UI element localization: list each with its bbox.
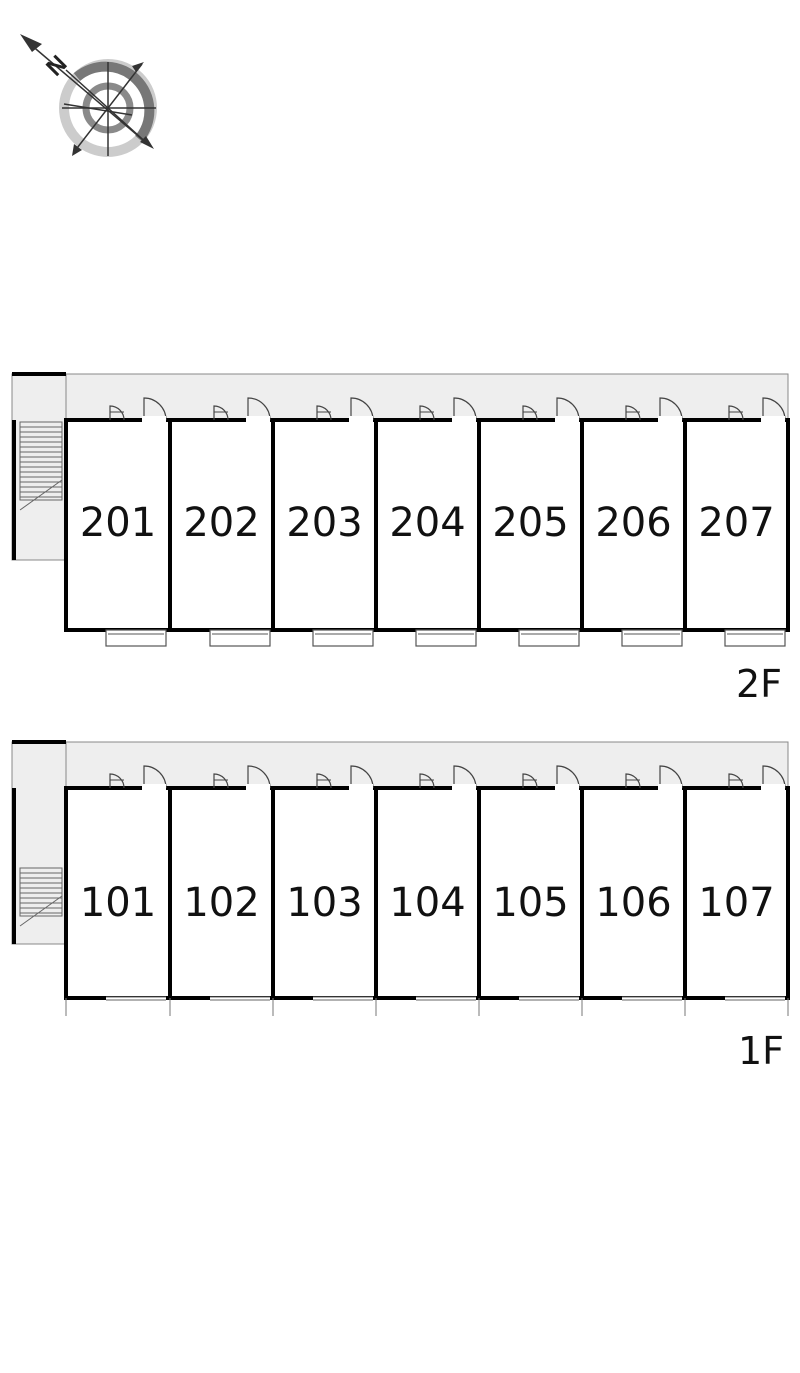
balcony xyxy=(312,629,374,647)
balcony xyxy=(724,629,786,647)
unit-number: 106 xyxy=(595,880,671,926)
unit-106: 106 xyxy=(580,765,683,1016)
window-icon xyxy=(109,405,125,421)
unit-number: 203 xyxy=(286,500,362,546)
building-outline-1f xyxy=(64,786,790,1000)
unit-207: 207 xyxy=(683,397,786,647)
window-icon xyxy=(522,405,538,421)
unit-number: 105 xyxy=(492,880,568,926)
unit-201: 201 xyxy=(80,397,167,647)
unit-202: 202 xyxy=(168,397,271,647)
window-icon xyxy=(109,773,125,789)
unit-104: 104 xyxy=(374,765,477,1016)
window-icon xyxy=(419,405,435,421)
unit-number: 103 xyxy=(286,880,362,926)
balcony xyxy=(209,629,271,647)
unit-203: 203 xyxy=(271,397,374,647)
unit-number: 202 xyxy=(183,500,259,546)
unit-102: 102 xyxy=(168,765,271,1016)
unit-number: 204 xyxy=(389,500,465,546)
window-icon xyxy=(316,405,332,421)
unit-105: 105 xyxy=(477,765,580,1016)
window-icon xyxy=(625,773,641,789)
unit-number: 107 xyxy=(698,880,774,926)
balcony xyxy=(621,629,683,647)
unit-204: 204 xyxy=(374,397,477,647)
walkway-2f xyxy=(11,373,789,421)
unit-206: 206 xyxy=(580,397,683,647)
window-icon xyxy=(213,773,229,789)
floor-label-1f: 1F xyxy=(738,1029,784,1073)
unit-number: 205 xyxy=(492,500,568,546)
unit-205: 205 xyxy=(477,397,580,647)
staircase-1f xyxy=(19,867,63,927)
walkway-1f xyxy=(11,741,789,789)
staircase-2f xyxy=(19,421,63,511)
window-icon xyxy=(419,773,435,789)
balcony xyxy=(105,629,167,647)
balcony xyxy=(415,629,477,647)
balcony xyxy=(518,629,580,647)
unit-number: 101 xyxy=(80,880,156,926)
compass-icon: N xyxy=(20,34,157,157)
window-icon xyxy=(316,773,332,789)
unit-number: 102 xyxy=(183,880,259,926)
unit-107: 107 xyxy=(683,765,786,1016)
unit-103: 103 xyxy=(271,765,374,1016)
stair-landing-1f xyxy=(11,741,67,945)
unit-number: 201 xyxy=(80,500,156,546)
floor-2f-plan: 201 202 203 204 205 206 207 2F xyxy=(11,372,790,706)
unit-number: 206 xyxy=(595,500,671,546)
floor-1f-plan: 101 102 103 104 105 106 107 1F xyxy=(11,740,790,1073)
window-icon xyxy=(728,773,744,789)
floor-label-2f: 2F xyxy=(736,662,782,706)
window-icon xyxy=(522,773,538,789)
unit-number: 104 xyxy=(389,880,465,926)
window-icon xyxy=(728,405,744,421)
unit-101: 101 xyxy=(65,765,167,1016)
building-outline-2f xyxy=(64,418,790,632)
unit-number: 207 xyxy=(698,500,774,546)
window-icon xyxy=(213,405,229,421)
window-icon xyxy=(625,405,641,421)
